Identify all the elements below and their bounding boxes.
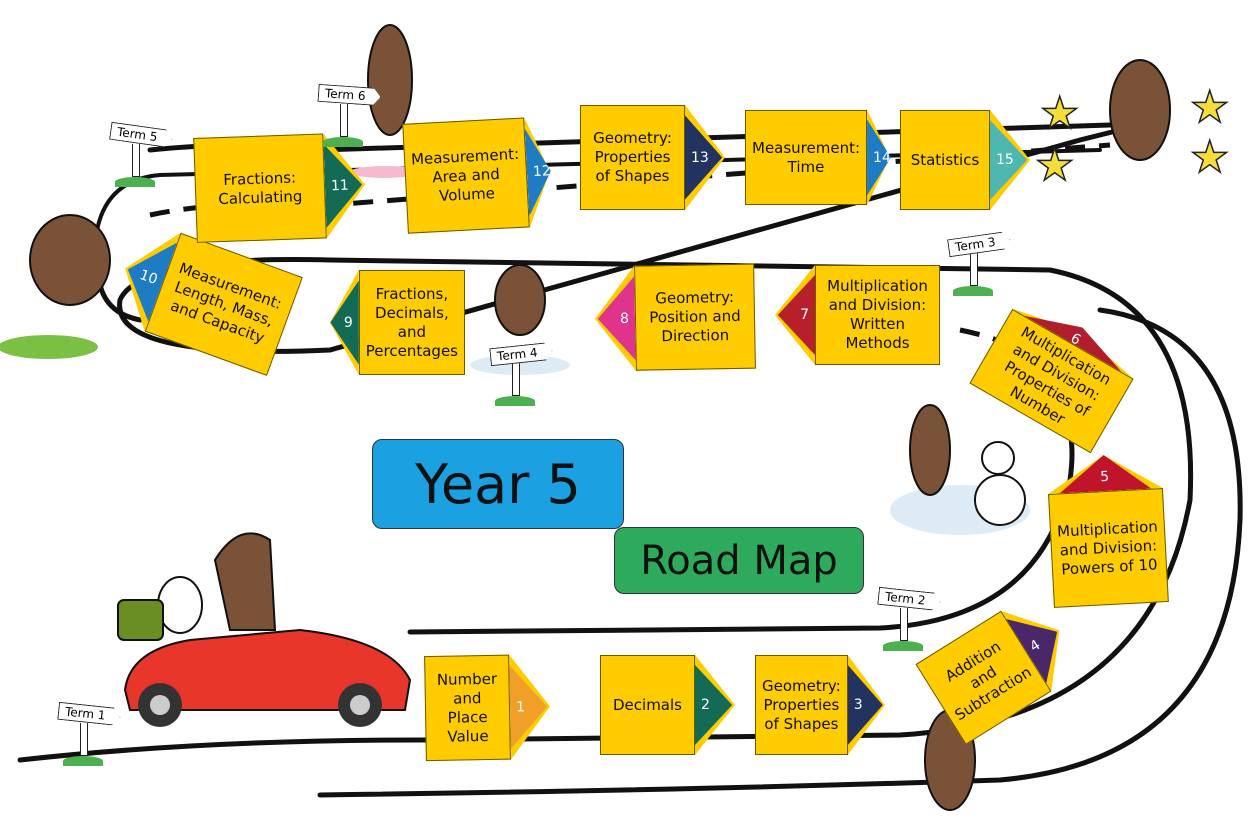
unit-number-arrow: 11 <box>323 132 367 238</box>
star-icon: ★ <box>1039 87 1080 140</box>
unit-label: Statistics <box>900 110 990 210</box>
sign-post <box>132 144 140 177</box>
term-5-sign: Term 5 <box>110 126 173 187</box>
unit-number-arrow: 9 <box>330 270 359 375</box>
grass-icon <box>495 396 535 406</box>
unit-label: Measurement: Time <box>745 110 868 205</box>
sign-post <box>970 253 978 286</box>
grass-icon <box>953 286 993 296</box>
term-label: Term 1 <box>57 702 121 726</box>
unit-number: 1 <box>509 664 548 749</box>
unit-number: 8 <box>597 276 636 361</box>
grass-icon <box>63 756 103 766</box>
unit-number-arrow: 8 <box>594 266 636 372</box>
road-map-title: Road Map <box>614 527 864 594</box>
unit-number: 3 <box>847 665 883 745</box>
star-icon: ★ <box>1189 131 1230 184</box>
unit-label: Geometry: Position and Direction <box>634 263 756 371</box>
unit-label: Geometry: Properties of Shapes <box>755 655 848 755</box>
unit-label: Geometry: Properties of Shapes <box>580 105 685 210</box>
grass-icon <box>115 177 155 187</box>
unit-number: 14 <box>867 119 891 196</box>
term-label: Term 5 <box>109 122 173 149</box>
unit-number-arrow: 13 <box>685 105 725 210</box>
grass-icon <box>323 137 363 147</box>
moose-illustrations <box>29 24 1171 811</box>
unit-label: Fractions: Calculating <box>193 133 327 243</box>
unit-label: Multiplication and Division: Written Met… <box>815 265 940 365</box>
term-1-sign: Term 1 <box>58 705 121 766</box>
unit-number: 15 <box>990 120 1028 200</box>
unit-label: Measurement: Area and Volume <box>402 117 530 234</box>
term-label: Term 2 <box>877 587 941 611</box>
unit-number-arrow: 2 <box>695 655 735 755</box>
unit-5-card: Multiplication and Division: Powers of 1… <box>1046 452 1169 608</box>
unit-number: 11 <box>324 143 364 228</box>
term-4-sign: Term 4 <box>490 345 553 406</box>
unit-7-card: Multiplication and Division: Written Met… <box>775 265 940 365</box>
year-title: Year 5 <box>372 439 624 529</box>
star-icon: ★ <box>1034 139 1075 192</box>
unit-number-arrow: 3 <box>847 655 885 755</box>
unit-number: 5 <box>1058 453 1152 494</box>
term-label: Term 4 <box>489 342 553 366</box>
sign-post <box>900 608 908 641</box>
unit-number: 2 <box>695 665 733 745</box>
term-label: Term 3 <box>947 231 1011 258</box>
term-3-sign: Term 3 <box>948 235 1011 296</box>
unit-number: 9 <box>330 280 359 365</box>
unit-label: Fractions, Decimals, and Percentages <box>358 270 465 375</box>
unit-number-arrow: 7 <box>775 265 815 365</box>
unit-number-arrow: 15 <box>990 110 1030 210</box>
sign-post <box>512 363 520 396</box>
unit-number: 13 <box>685 115 723 200</box>
unit-number-arrow: 14 <box>867 110 891 205</box>
car-illustration <box>117 532 412 727</box>
sign-post <box>80 723 88 756</box>
unit-label: Multiplication and Division: Powers of 1… <box>1048 488 1169 608</box>
term-label: Term 6 <box>317 84 381 106</box>
grass-icon <box>883 641 923 651</box>
term-2-sign: Term 2 <box>878 590 941 651</box>
term-6-sign: Term 6 <box>318 86 381 147</box>
snowman-illustration <box>974 441 1026 526</box>
star-icon: ★ <box>1189 81 1230 134</box>
unit-number: 7 <box>777 275 815 355</box>
unit-label: Number and Place Value <box>424 654 511 762</box>
unit-number-arrow: 5 <box>1046 452 1163 494</box>
sign-post <box>340 104 348 137</box>
unit-label: Decimals <box>600 655 695 755</box>
unit-number-arrow: 1 <box>509 654 551 760</box>
